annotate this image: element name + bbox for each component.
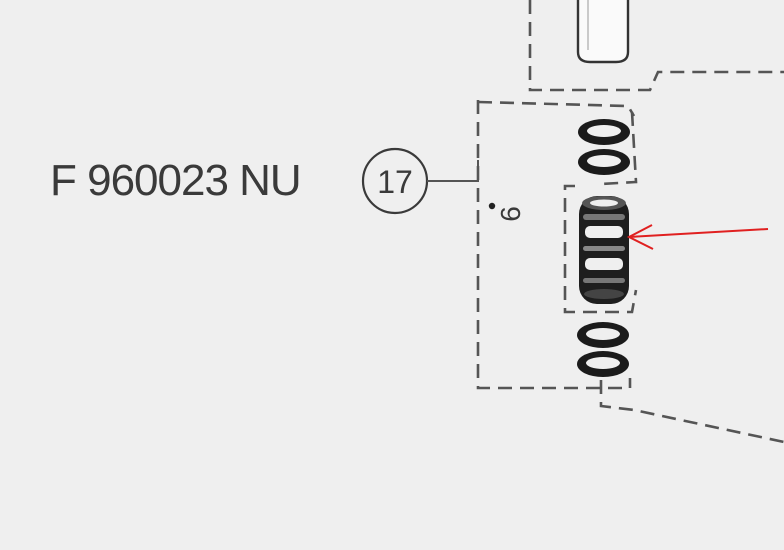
seal-stack-subgroup-boundary xyxy=(563,184,638,314)
indicator-arrow xyxy=(626,224,769,250)
seal-stack xyxy=(579,196,629,304)
lower-oring-top xyxy=(577,322,629,348)
callout-number: 17 xyxy=(377,164,413,200)
upper-oring-top xyxy=(578,119,630,145)
quantity-dot xyxy=(488,202,496,210)
quantity-label: 6 xyxy=(495,206,526,222)
callout-leader-line xyxy=(427,160,479,182)
upper-assembly-boundary xyxy=(528,0,784,92)
part-number-label: F 960023 NU xyxy=(50,156,302,205)
seal-kit-group-boundary xyxy=(476,100,632,390)
lower-assembly-boundary xyxy=(599,380,784,444)
upper-oring-subgroup-boundary xyxy=(599,111,638,186)
upper-oring-bottom xyxy=(578,149,630,175)
quantity-text: 6 xyxy=(495,206,526,222)
callout-17: 17 xyxy=(361,147,429,215)
seal-kit-group-top xyxy=(477,100,636,117)
lower-oring-bottom xyxy=(577,351,629,377)
cylinder-pin xyxy=(576,0,630,64)
